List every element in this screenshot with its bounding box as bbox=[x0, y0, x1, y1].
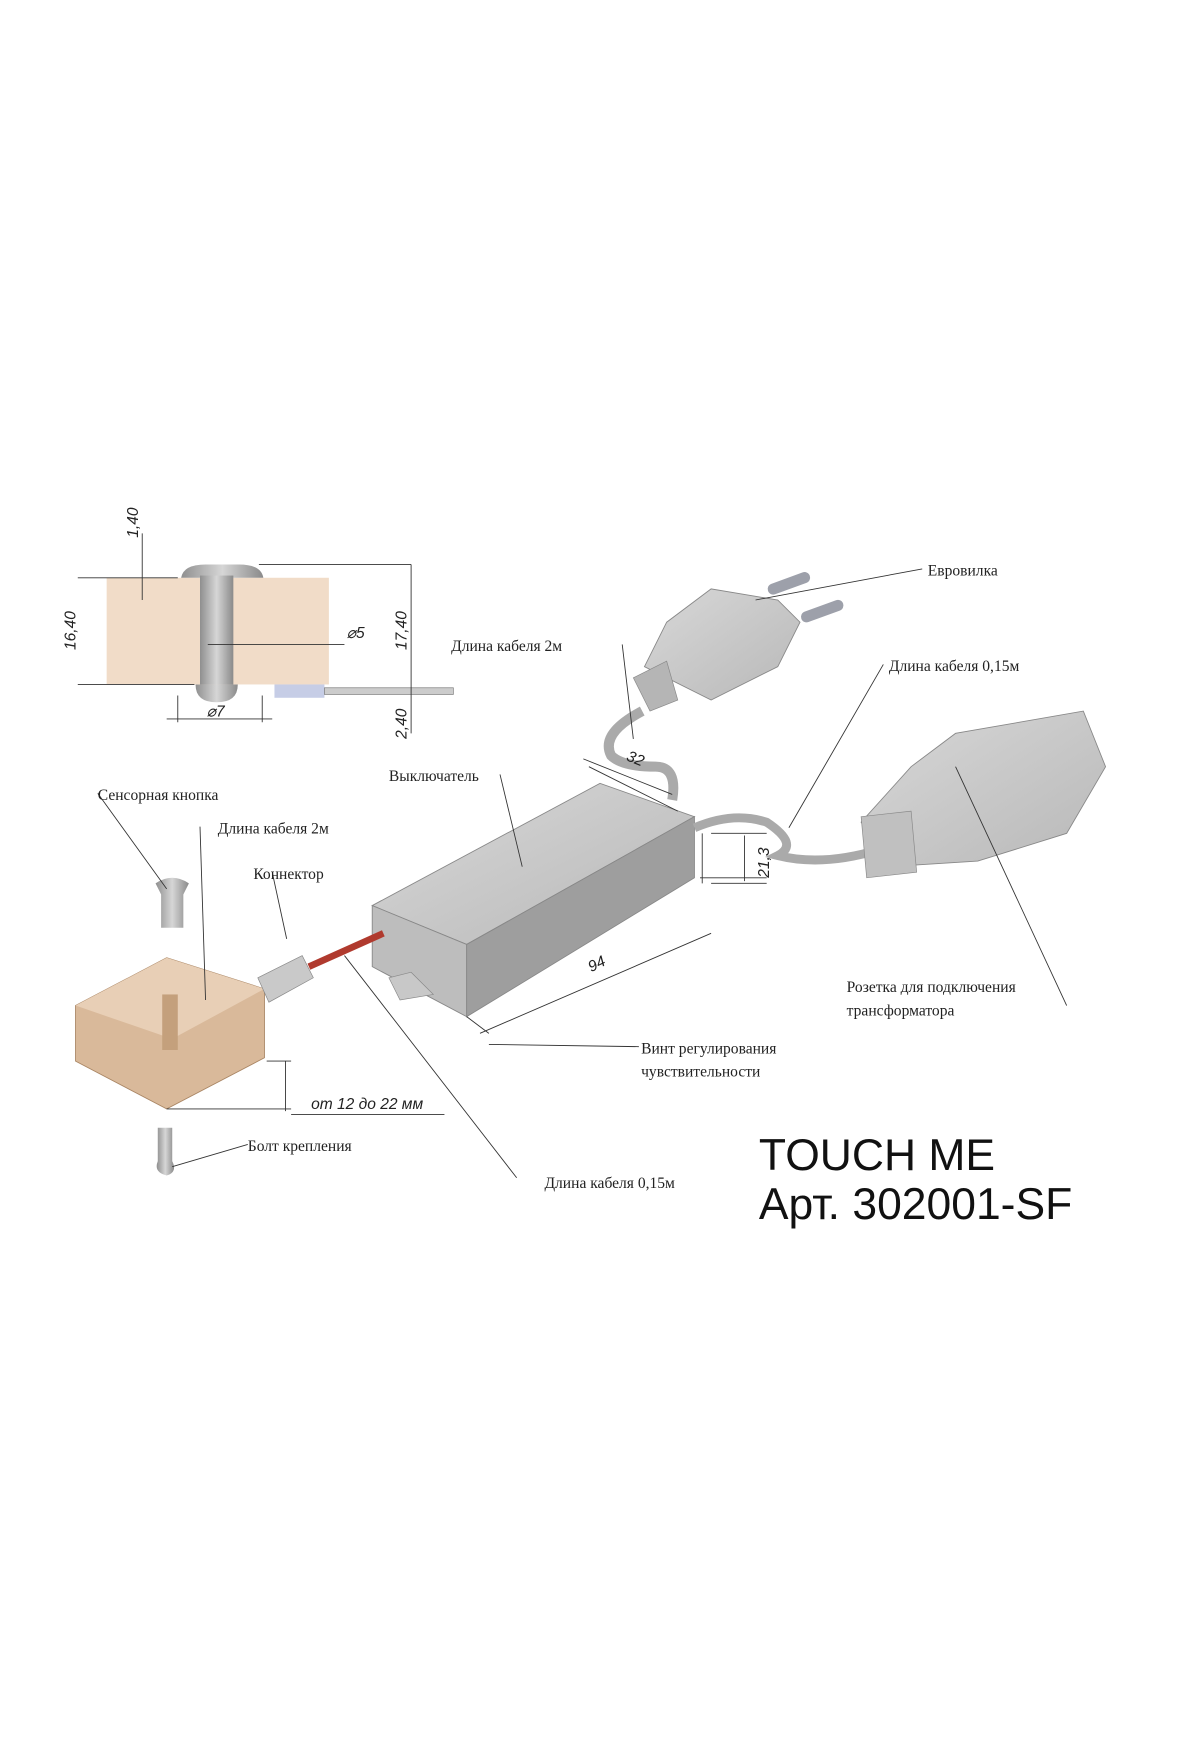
label-cable-2m-left: Длина кабеля 2м bbox=[218, 820, 329, 837]
label-socket-line1: Розетка для подключения bbox=[847, 979, 1016, 996]
cross-section-detail: 1,40 16,40 17,40 ⌀5 ⌀7 2,40 bbox=[63, 507, 454, 740]
switch-box bbox=[371, 782, 880, 1018]
label-touch-button: Сенсорная кнопка bbox=[98, 787, 219, 804]
dim-shaft-diameter: ⌀5 bbox=[347, 625, 365, 642]
dim-board-thickness: 16,40 bbox=[63, 611, 80, 650]
touch-button-part bbox=[155, 877, 189, 928]
label-euro-plug: Евровилка bbox=[928, 563, 998, 580]
label-socket-line2: трансформатора bbox=[847, 1003, 955, 1020]
dim-head-diameter: ⌀7 bbox=[207, 704, 226, 721]
label-cable-015-bottom: Длина кабеля 0,15м bbox=[544, 1175, 675, 1192]
euro-plug bbox=[603, 572, 844, 801]
button-head bbox=[181, 564, 264, 578]
cable bbox=[324, 687, 454, 695]
cable-sleeve bbox=[274, 684, 325, 698]
bolt-head bbox=[195, 684, 238, 703]
connector-part bbox=[257, 955, 314, 1003]
dim-total-height: 17,40 bbox=[394, 611, 411, 650]
product-name: TOUCH ME bbox=[759, 1131, 995, 1180]
label-switch: Выключатель bbox=[389, 768, 479, 785]
product-article: Арт. 302001-SF bbox=[759, 1180, 1072, 1229]
dim-32: 32 bbox=[624, 748, 647, 770]
label-connector: Коннектор bbox=[253, 866, 324, 883]
dim-21-3: 21,3 bbox=[756, 847, 773, 879]
label-thickness-range: от 12 до 22 мм bbox=[311, 1096, 423, 1113]
transformer-socket bbox=[860, 710, 1107, 879]
mounting-assembly bbox=[75, 877, 385, 1176]
dim-bottom-height: 2,40 bbox=[394, 708, 411, 740]
mount-bolt-part bbox=[156, 1127, 175, 1176]
red-cable bbox=[307, 930, 385, 970]
dim-94: 94 bbox=[585, 953, 608, 976]
button-shaft bbox=[200, 575, 234, 685]
label-mount-bolt: Болт крепления bbox=[248, 1138, 352, 1155]
label-cable-2m-top: Длина кабеля 2м bbox=[451, 638, 562, 655]
dim-head-height: 1,40 bbox=[125, 507, 142, 538]
label-screw-line1: Винт регулирования bbox=[641, 1040, 776, 1057]
label-screw-line2: чувствительности bbox=[641, 1064, 760, 1081]
label-cable-015-top: Длина кабеля 0,15м bbox=[889, 658, 1020, 675]
